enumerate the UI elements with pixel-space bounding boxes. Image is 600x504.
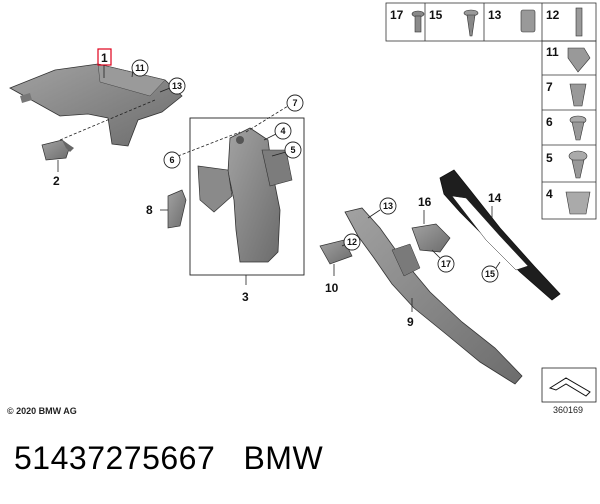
callout-6: 6	[163, 131, 241, 169]
hardware-grid	[385, 2, 597, 220]
part-10-clip[interactable]	[319, 239, 353, 265]
part-1-trim-panel[interactable]	[9, 63, 183, 147]
copyright-text: © 2020 BMW AG	[7, 406, 77, 416]
clip-6-icon	[569, 115, 587, 141]
clip-7-icon	[569, 83, 587, 107]
label-9: 9	[407, 315, 414, 329]
part-9-side-trim[interactable]	[344, 207, 523, 385]
svg-text:11: 11	[135, 63, 145, 73]
screw-17-icon	[411, 10, 425, 33]
image-number: 360169	[553, 405, 584, 415]
svg-text:5: 5	[290, 145, 295, 155]
part-3-pillar-cover[interactable]	[197, 127, 293, 263]
grid-label-12: 12	[546, 8, 560, 22]
direction-arrow-icon	[541, 367, 597, 403]
callout-4: 4	[263, 122, 292, 141]
svg-text:6: 6	[169, 155, 174, 165]
svg-text:13: 13	[383, 201, 393, 211]
label-14: 14	[488, 191, 502, 205]
grid-label-13: 13	[488, 8, 502, 22]
clip-11-icon	[567, 47, 591, 73]
svg-text:17: 17	[441, 259, 451, 269]
svg-text:7: 7	[292, 98, 297, 108]
label-2: 2	[53, 174, 60, 188]
grid-label-11: 11	[546, 45, 559, 59]
svg-text:15: 15	[485, 269, 495, 279]
label-1: 1	[101, 51, 108, 65]
callout-7: 7	[245, 94, 304, 133]
part-16-bracket[interactable]	[411, 223, 451, 253]
part-number-caption: 51437275667 BMW	[14, 440, 324, 476]
clip-4-icon	[565, 191, 591, 215]
screw-12-icon	[575, 7, 583, 37]
callout-11: 11	[131, 59, 149, 78]
callout-13-bottom: 13	[367, 197, 397, 219]
label-16: 16	[418, 195, 432, 209]
svg-text:4: 4	[280, 126, 285, 136]
clip-5-icon	[568, 150, 588, 179]
parts-diagram: 1 11 13 2 3 7 6 4	[9, 2, 597, 403]
grid-label-15: 15	[429, 8, 443, 22]
callout-15: 15	[481, 261, 501, 283]
label-3: 3	[242, 290, 249, 304]
grid-label-4: 4	[546, 187, 553, 201]
label-8: 8	[146, 203, 153, 217]
part-1-highlight-box	[97, 48, 112, 66]
nut-13-icon	[520, 9, 536, 33]
svg-text:13: 13	[172, 81, 182, 91]
part-2-clip[interactable]	[41, 139, 74, 161]
screw-15-icon	[463, 9, 479, 37]
svg-text:12: 12	[347, 237, 357, 247]
callout-12: 12	[341, 233, 361, 251]
callout-17: 17	[431, 249, 455, 273]
grid-label-17: 17	[390, 8, 404, 22]
callout-5: 5	[271, 141, 302, 159]
part-3-group-box	[189, 117, 305, 276]
grid-label-7: 7	[546, 80, 553, 94]
label-10: 10	[325, 281, 339, 295]
callout-13-top: 13	[159, 77, 186, 95]
grid-label-6: 6	[546, 115, 553, 129]
part-14-frame[interactable]	[439, 169, 561, 301]
part-8-bracket[interactable]	[167, 189, 187, 229]
grid-label-5: 5	[546, 151, 553, 165]
